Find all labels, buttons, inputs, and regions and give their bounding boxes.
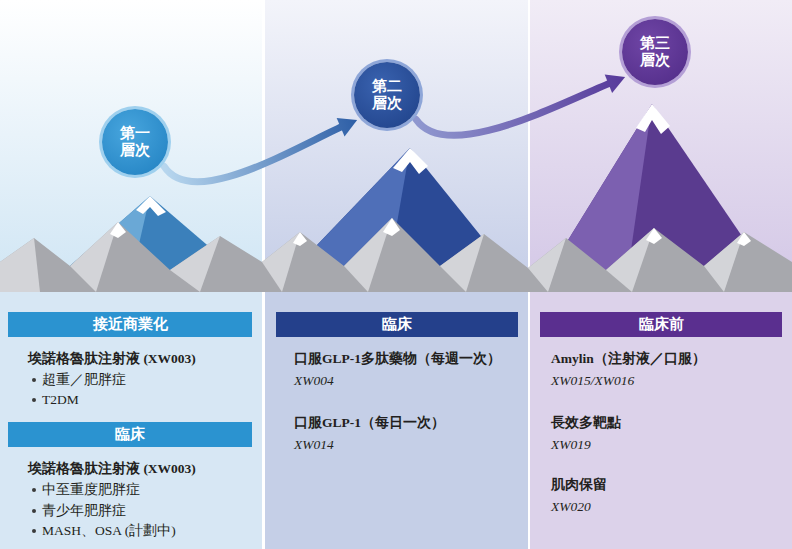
stage-header: 接近商業化 — [8, 312, 252, 337]
product-code: XW019 — [551, 436, 591, 453]
grey-face — [440, 234, 484, 292]
snow-cap — [646, 228, 662, 244]
stage-header: 臨床前 — [540, 312, 782, 337]
indication-item: T2DM — [42, 391, 79, 408]
stage-header: 臨床 — [8, 422, 252, 447]
tier-label: 第一 層次 — [118, 125, 152, 160]
snow-cap — [136, 196, 166, 216]
header-label: 臨床 — [382, 315, 412, 334]
snow-cap — [110, 222, 126, 238]
bullet-dot — [32, 378, 36, 382]
product-name: 長效多靶點 — [551, 414, 621, 431]
product-name: 口服GLP-1多肽藥物（每週一次） — [294, 350, 501, 367]
snow-cap — [383, 218, 400, 236]
bullet-dot — [32, 398, 36, 402]
curved-arrow — [416, 74, 625, 135]
column-panel — [265, 292, 528, 549]
snow-cap — [737, 232, 751, 246]
bullet-dot — [32, 488, 36, 492]
stage-header: 臨床 — [276, 312, 518, 337]
tier-label: 第三 層次 — [638, 35, 672, 70]
grey-face — [528, 238, 566, 292]
snow-cap — [636, 104, 670, 134]
column-panel — [0, 292, 262, 549]
indication-item: MASH、OSA (計劃中) — [42, 522, 176, 539]
bullet-dot — [32, 509, 36, 513]
column-separator — [528, 292, 530, 549]
grey-range — [0, 218, 792, 292]
indication-item: 青少年肥胖症 — [42, 502, 126, 519]
tier-circle: 第三 層次 — [622, 19, 688, 85]
indication-item: 中至重度肥胖症 — [42, 481, 140, 498]
arrow-head — [605, 74, 625, 93]
product-code: XW020 — [551, 498, 591, 515]
product-name: Amylin（注射液／口服） — [551, 350, 706, 367]
grey-face — [170, 236, 220, 292]
grey-face — [70, 222, 118, 292]
tier-circle: 第二 層次 — [354, 62, 420, 128]
product-code: XW004 — [294, 372, 334, 389]
header-label: 接近商業化 — [93, 315, 168, 334]
product-code: XW015/XW016 — [551, 372, 634, 389]
indication-item: 超重／肥胖症 — [42, 371, 126, 388]
curved-arrow — [164, 118, 357, 182]
grey-face — [0, 238, 40, 292]
arrow-line — [416, 82, 614, 136]
snow-cap — [393, 148, 428, 174]
header-label: 臨床 — [115, 425, 145, 444]
product-name: 埃諾格魯肽注射液 (XW003) — [28, 460, 196, 477]
tier-label: 第二 層次 — [370, 78, 404, 113]
grey-face — [606, 228, 654, 292]
product-code: XW014 — [294, 436, 334, 453]
arrow-head — [337, 118, 357, 136]
tier-circle: 第一 層次 — [102, 109, 168, 175]
snow-cap — [293, 232, 307, 246]
bullet-dot — [32, 529, 36, 533]
product-name: 埃諾格魯肽注射液 (XW003) — [28, 350, 196, 367]
column-separator — [262, 292, 265, 549]
column-panel — [530, 292, 792, 549]
arrow-line — [164, 125, 346, 182]
product-name: 肌肉保留 — [551, 476, 607, 493]
grey-face — [704, 232, 744, 292]
grey-face — [344, 218, 392, 292]
product-name: 口服GLP-1（每日一次） — [294, 414, 445, 431]
header-label: 臨床前 — [639, 315, 684, 334]
